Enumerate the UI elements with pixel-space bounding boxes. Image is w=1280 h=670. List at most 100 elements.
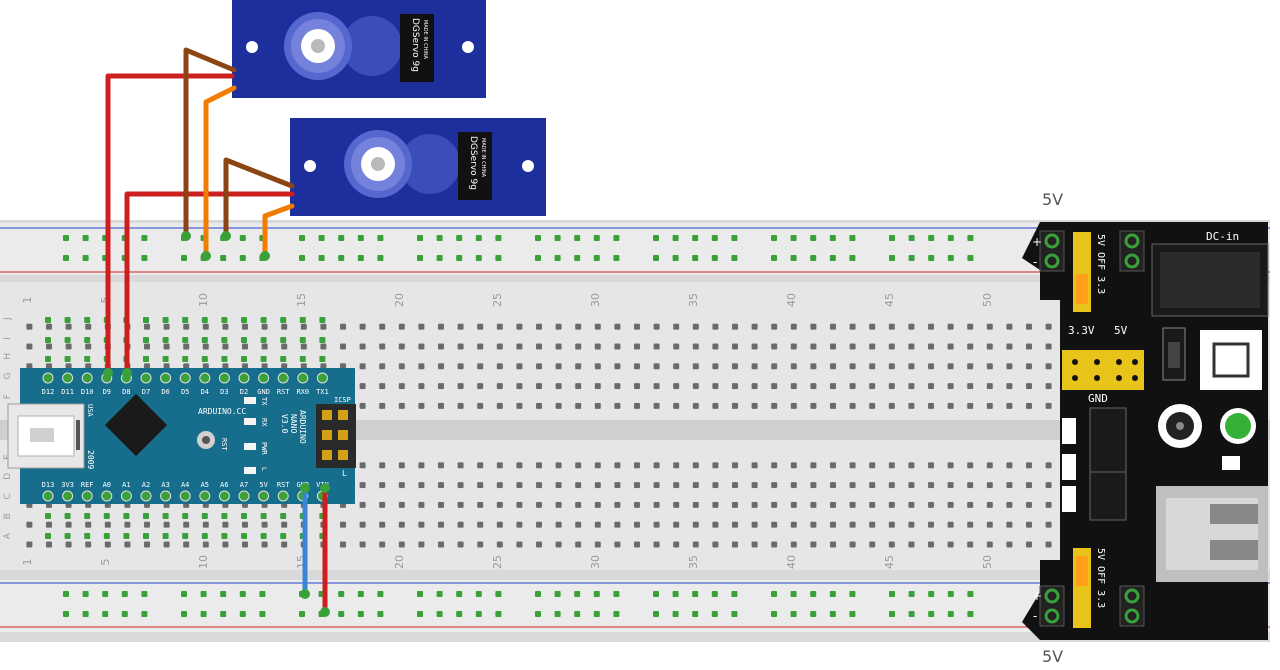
rail-hole	[554, 255, 561, 261]
breadboard-power-module: 5V 5V DC-in 5V OFF 3.3 5V OFF 3.3 3.3V 5…	[1022, 190, 1269, 666]
connected-hole	[299, 337, 306, 343]
connected-hole	[280, 356, 287, 362]
connected-hole	[260, 356, 267, 362]
arduino-led-l: L	[260, 467, 268, 471]
rail-hole	[731, 591, 738, 597]
rail-hole	[102, 591, 109, 597]
servo-2-brand: DGServo 9g	[468, 136, 478, 190]
arduino-pin	[238, 490, 250, 502]
connected-hole	[64, 513, 71, 519]
arduino-year: 2009	[86, 450, 95, 469]
rail-hole	[456, 611, 463, 617]
bottom-plus-label: +	[1032, 589, 1042, 603]
connected-hole	[280, 317, 287, 323]
rail-hole	[181, 255, 187, 261]
power-top-label: 5V	[1042, 190, 1063, 209]
connected-hole	[84, 317, 91, 323]
rail-hole	[475, 591, 482, 597]
rail-hole	[63, 255, 69, 261]
servo-1-brand: DGServo 9g	[410, 18, 420, 72]
connected-hole	[221, 533, 228, 539]
rail-hole	[200, 591, 207, 597]
rail-hole	[849, 255, 856, 261]
connected-hole	[64, 356, 71, 362]
connected-hole	[221, 337, 228, 343]
rail-hole	[417, 235, 423, 241]
rail-hole	[908, 591, 915, 597]
rail-hole	[947, 591, 954, 597]
rail-hole	[790, 611, 797, 617]
arduino-name-1: ARDUINO	[298, 410, 307, 444]
arduino-pin	[120, 490, 132, 502]
bottom-minus-label: -	[1033, 609, 1037, 623]
connected-hole	[162, 513, 169, 519]
rail-hole	[967, 255, 974, 261]
rail-hole	[653, 611, 659, 617]
rail-hole	[377, 235, 384, 241]
connected-hole	[45, 317, 51, 323]
arduino-pin-label: REF	[81, 481, 94, 489]
arduino-pin	[258, 490, 270, 502]
rail-hole	[220, 255, 227, 261]
rail-hole	[613, 235, 620, 241]
arduino-pin	[81, 490, 93, 502]
arduino-pin	[199, 490, 211, 502]
power-bottom-label: 5V	[1042, 647, 1063, 666]
arduino-pin-label: D7	[142, 388, 150, 396]
rail-hole	[259, 611, 266, 617]
rail-hole	[711, 255, 718, 261]
rail-hole	[299, 255, 305, 261]
rail-hole	[338, 255, 345, 261]
arduino-pin	[140, 490, 152, 502]
rail-hole	[790, 591, 797, 597]
arduino-pin-label: D12	[42, 388, 55, 396]
rail-hole	[200, 611, 207, 617]
rail-hole	[711, 611, 718, 617]
power-led	[1220, 408, 1256, 444]
servo-1-origin: MADE IN CHINA	[422, 20, 428, 60]
rail-hole	[299, 235, 305, 241]
icsp-header	[316, 404, 356, 468]
rail-hole	[377, 611, 384, 617]
rail-hole	[456, 235, 463, 241]
rail-hole	[810, 235, 817, 241]
connected-hole	[241, 337, 247, 343]
connected-hole	[143, 317, 149, 323]
connected-hole	[280, 533, 287, 539]
arduino-pin	[297, 372, 309, 384]
connected-hole	[162, 317, 169, 323]
rail-hole	[771, 591, 777, 597]
potentiometer[interactable]	[1158, 404, 1202, 448]
connected-hole	[260, 317, 267, 323]
rail-hole	[239, 611, 246, 617]
usb-connector	[7, 403, 85, 469]
connected-hole	[45, 337, 51, 343]
arduino-pin-label: A5	[201, 481, 209, 489]
rail-hole	[889, 611, 895, 617]
arduino-pin-label: RST	[277, 481, 290, 489]
rail-hole	[947, 235, 954, 241]
connected-hole	[182, 337, 189, 343]
rail-hole	[613, 591, 620, 597]
arduino-pin	[179, 372, 191, 384]
rail-hole	[672, 611, 679, 617]
rail-hole	[810, 611, 817, 617]
rail-hole	[672, 591, 679, 597]
rail-hole	[436, 235, 443, 241]
power-switch[interactable]	[1162, 327, 1262, 390]
connected-hole	[221, 317, 228, 323]
connected-hole	[84, 533, 91, 539]
jumper-bottom-label: 5V OFF 3.3	[1095, 548, 1106, 608]
connected-hole	[45, 356, 51, 362]
connected-hole	[241, 513, 247, 519]
rail-hole	[889, 235, 895, 241]
arduino-pin-label: RX0	[296, 388, 309, 396]
connected-hole	[64, 337, 71, 343]
rail-hole	[121, 611, 128, 617]
rail-hole	[417, 255, 423, 261]
connected-hole	[143, 337, 149, 343]
column-number: 10	[197, 293, 210, 307]
arduino-pin	[277, 490, 289, 502]
arduino-name-3: V3.0	[280, 414, 289, 433]
